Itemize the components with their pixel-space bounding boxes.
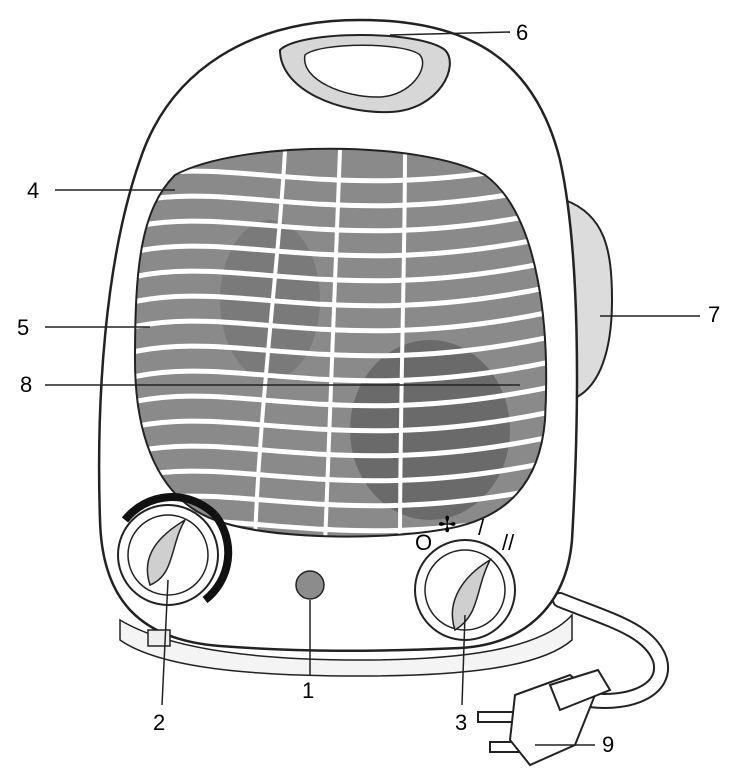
callout-2: 2: [153, 710, 165, 735]
leader-lines: [45, 31, 700, 746]
callout-5: 5: [17, 315, 29, 340]
symbol-low: /: [478, 515, 485, 540]
callout-7: 7: [708, 302, 720, 327]
fan-grill: [135, 148, 547, 537]
power-plug: [477, 668, 612, 767]
heater-base: [119, 613, 573, 677]
callout-9: 9: [602, 732, 614, 757]
symbol-off: O: [415, 530, 432, 555]
callout-4: 4: [27, 178, 39, 203]
temperature-scale-arc: [121, 493, 218, 523]
callout-1: 1: [302, 678, 314, 703]
symbol-fan: ✢: [438, 512, 456, 537]
symbol-high: //: [502, 530, 515, 555]
callout-6: 6: [516, 20, 528, 45]
callout-3: 3: [455, 710, 467, 735]
indicator-lamp: [295, 570, 325, 600]
callout-8: 8: [20, 372, 32, 397]
thermostat-dial: [117, 493, 233, 606]
mode-switch-dial: O ✢ / //: [414, 512, 516, 641]
